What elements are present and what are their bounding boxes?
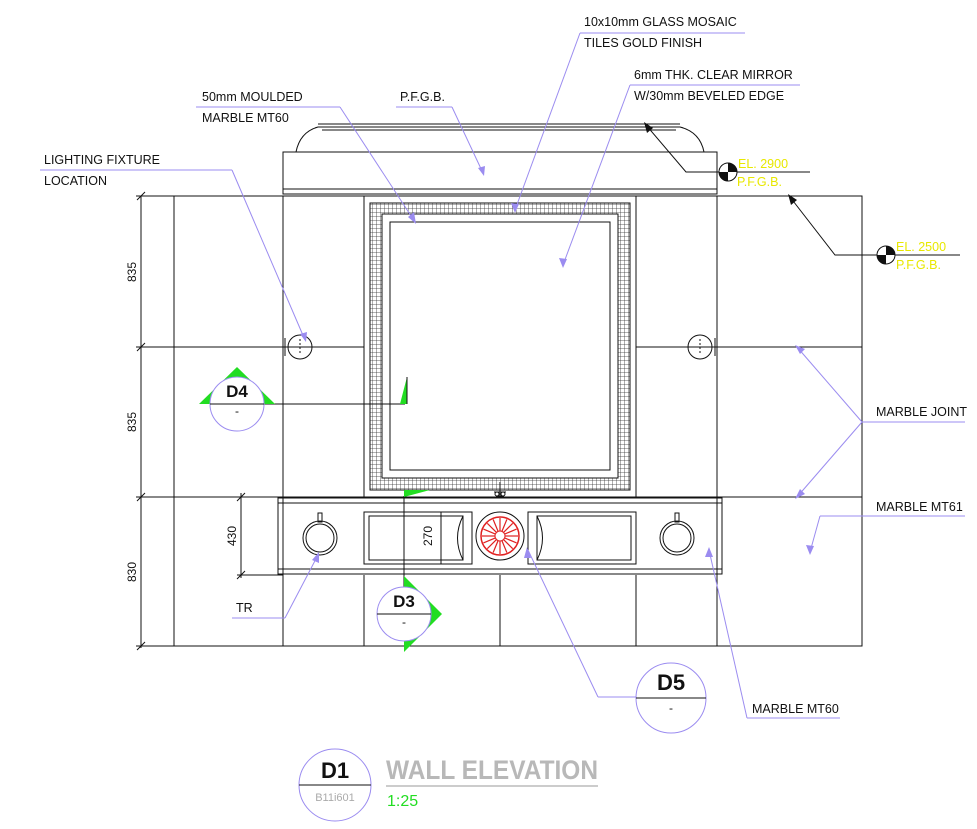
page-title: WALL ELEVATION bbox=[386, 755, 598, 785]
label-lighting-1: LIGHTING FIXTURE bbox=[44, 153, 160, 167]
lighting-fixture-right bbox=[687, 334, 716, 360]
label-marble-mt61: MARBLE MT61 bbox=[876, 500, 963, 514]
label-marble-mt60: MARBLE MT60 bbox=[752, 702, 839, 716]
rosette-petal bbox=[492, 519, 499, 532]
dim-830: 830 bbox=[125, 562, 139, 582]
title-tag bbox=[298, 748, 598, 822]
towel-ring-left bbox=[302, 512, 338, 556]
label-marble-joint: MARBLE JOINT bbox=[876, 405, 967, 419]
rosette-petal bbox=[504, 537, 517, 544]
elevation-marker-2900 bbox=[718, 162, 738, 182]
elevation-arrowheads bbox=[644, 122, 797, 205]
top-moulding bbox=[282, 123, 718, 195]
dim-835-mid: 835 bbox=[125, 412, 139, 432]
rosette-petal bbox=[501, 519, 508, 532]
title-scale: 1:25 bbox=[387, 793, 418, 810]
dim-835-top: 835 bbox=[125, 262, 139, 282]
rosette-petal bbox=[486, 522, 497, 533]
section-marker-d4 bbox=[199, 367, 408, 432]
label-lighting-2: LOCATION bbox=[44, 174, 107, 188]
mirror-frame bbox=[363, 195, 637, 498]
rosette-petal bbox=[483, 528, 496, 535]
section-sub-d3: - bbox=[402, 615, 406, 629]
elevation-marker-2500 bbox=[876, 245, 896, 265]
label-mirror-1: 6mm THK. CLEAR MIRROR bbox=[634, 68, 793, 82]
title-tag-d1: D1 bbox=[321, 758, 349, 783]
label-glass-mosaic-2: TILES GOLD FINISH bbox=[584, 36, 702, 50]
leader-arrowheads bbox=[300, 166, 814, 563]
elevation-leaders bbox=[645, 124, 960, 256]
rosette-petal bbox=[504, 528, 517, 535]
faucet-detail bbox=[494, 482, 506, 497]
leader-lines bbox=[40, 32, 965, 719]
label-pfgb: P.F.G.B. bbox=[400, 90, 445, 104]
label-glass-mosaic-1: 10x10mm GLASS MOSAIC bbox=[584, 15, 737, 29]
section-sub-d4: - bbox=[235, 404, 239, 418]
elevation-label-2900: EL. 2900 bbox=[738, 157, 788, 171]
rosette-petal bbox=[486, 539, 497, 550]
section-marker-d3 bbox=[376, 490, 442, 652]
label-mirror-2: W/30mm BEVELED EDGE bbox=[634, 89, 784, 103]
section-tag-d4: D4 bbox=[226, 382, 248, 401]
label-moulded-2: MARBLE MT60 bbox=[202, 111, 289, 125]
lighting-fixture-left bbox=[284, 334, 313, 360]
label-tr: TR bbox=[236, 601, 253, 615]
elevation-sub-2500: P.F.G.B. bbox=[896, 258, 941, 272]
rosette-petal bbox=[492, 540, 499, 553]
section-tag-d3: D3 bbox=[393, 592, 415, 611]
section-tag-d5: D5 bbox=[657, 670, 685, 695]
rosette-petal bbox=[503, 539, 514, 550]
towel-ring-right bbox=[659, 512, 695, 556]
rosette-petal bbox=[501, 540, 508, 553]
dim-430: 430 bbox=[225, 526, 239, 546]
rosette-ornament bbox=[475, 511, 525, 561]
title-sheet-ref: B11i601 bbox=[315, 792, 355, 804]
section-marker-d5 bbox=[635, 662, 707, 734]
section-sub-d5: - bbox=[669, 701, 673, 715]
elevation-label-2500: EL. 2500 bbox=[896, 240, 946, 254]
rosette-petal bbox=[483, 537, 496, 544]
dim-270: 270 bbox=[421, 526, 435, 546]
label-moulded-1: 50mm MOULDED bbox=[202, 90, 303, 104]
dimension-lines bbox=[136, 191, 442, 651]
rosette-petal bbox=[503, 522, 514, 533]
vanity-band bbox=[277, 497, 723, 575]
elevation-sub-2900: P.F.G.B. bbox=[737, 175, 782, 189]
